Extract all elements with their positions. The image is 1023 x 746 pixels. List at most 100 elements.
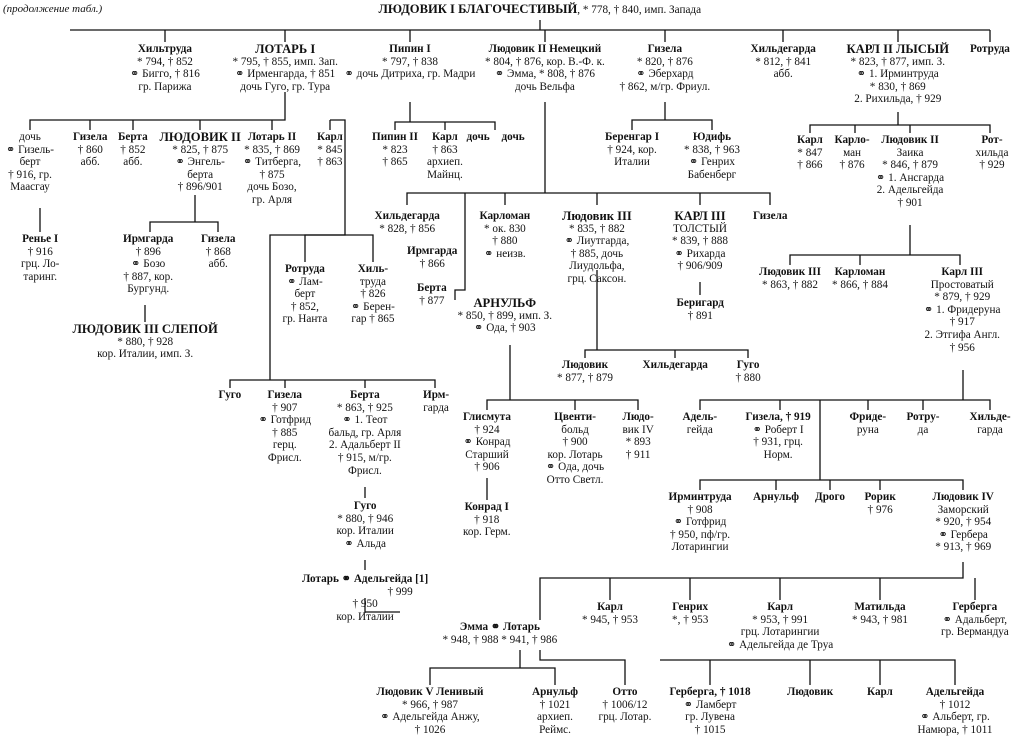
person-karl4: Карл* 945, † 953 — [582, 601, 638, 626]
person-karloman1: Карло-ман† 876 — [835, 134, 870, 172]
person-louis4: Людовик* 877, † 879 — [557, 359, 613, 384]
person-name: Гуго — [353, 500, 377, 512]
person-detail-line: † 887, кор. — [123, 270, 173, 283]
person-detail-line: ⚭ Ода, † 903 — [474, 322, 536, 335]
person-drogo: Дрого — [815, 491, 845, 504]
person-detail-line: * 943, † 981 — [852, 613, 908, 626]
person-detail-line: гр. Вермандуа — [941, 626, 1009, 639]
person-detail-line: * 828, † 856 — [379, 222, 436, 235]
person-detail-line: ⚭ Бозо — [131, 258, 166, 271]
person-name: Генрих — [672, 601, 709, 613]
person-doch3: дочь — [502, 131, 525, 144]
person-name: Гизела, † 919 — [745, 411, 811, 423]
person-detail-line: † 866 — [419, 257, 445, 270]
person-detail-line: ⚭ 1. Ансгарда — [876, 171, 945, 184]
person-name: Хильдегарда — [642, 359, 708, 371]
person-detail-line: абб. — [773, 68, 793, 81]
person-name: Отто — [612, 686, 638, 698]
person-detail-line: † 908 — [687, 503, 713, 516]
person-detail-line: * 830, † 869 — [869, 80, 926, 93]
person-detail-line: ⚭ Гербера — [938, 528, 988, 541]
person-detail-line: Фрисл. — [348, 464, 382, 477]
person-detail-line: † 976 — [867, 503, 893, 516]
person-name: Глисмута — [463, 411, 511, 423]
person-karloman2: Карломан* ок. 830† 880⚭ неизв. — [480, 210, 531, 260]
person-detail-line: † 931, грц. — [753, 436, 803, 449]
person-name: Берта — [417, 282, 447, 294]
person-detail-line: † 1021 — [539, 698, 571, 711]
person-detail-line: * 835, † 882 — [568, 222, 625, 235]
person-detail-line: ман — [843, 146, 862, 159]
person-detail-line: † 916, гр. — [8, 168, 52, 181]
person-detail-line: ⚭ Титберга, — [243, 156, 302, 169]
person-name: Хиль- — [357, 263, 389, 275]
person-detail-line: † 907 — [272, 401, 298, 414]
person-irmintrud: Ирминтруда† 908⚭ Готфрид† 950, пф/гр.Лот… — [669, 491, 732, 554]
person-detail-line: ⚭ Берен- — [351, 300, 395, 313]
person-detail-line: берт — [19, 156, 41, 169]
person-detail-line: больд — [561, 423, 589, 436]
person-detail-line: Простоватый — [930, 278, 994, 291]
person-name: Ротру- — [906, 411, 940, 423]
person-detail-line: * 845 — [317, 143, 343, 156]
person-detail-line: ТОЛСТЫЙ — [673, 222, 727, 235]
person-detail-line: гр. Арля — [252, 193, 293, 206]
person-name: Людовик — [787, 686, 834, 698]
person-arnulf: АРНУЛЬФ* 850, † 899, имп. З.⚭ Ода, † 903 — [458, 297, 553, 335]
person-detail-line: дочь Гуго, гр. Тура — [240, 80, 331, 93]
person-detail-line: † 1015 — [694, 723, 726, 736]
person-name: Гуго — [736, 359, 760, 371]
person-detail-line: ⚭ дочь Дитриха, гр. Мадри — [344, 68, 476, 81]
person-detail-line: Лотарингии — [671, 541, 729, 554]
person-name: Хильдегарда — [750, 43, 816, 55]
person-detail-line: ⚭ Адельгейда де Труа — [727, 638, 834, 651]
person-detail-line: † 915, м/гр. — [337, 451, 392, 464]
person-karl1: Карл* 845† 863 — [317, 131, 343, 169]
person-detail-line: гр. Нанта — [282, 313, 328, 326]
person-henri: Генрих*, † 953 — [672, 601, 708, 626]
person-detail-line: Бабенберг — [687, 168, 737, 181]
person-name: Людовик III — [562, 209, 632, 223]
person-detail-line: * ок. 830 — [483, 222, 526, 235]
person-detail-line: † 863 — [317, 156, 343, 169]
person-name: Людовик IV — [932, 491, 994, 503]
person-name: Карл — [797, 134, 823, 146]
person-detail-line: кор. Италии — [336, 610, 394, 623]
person-name: дочь — [501, 131, 525, 143]
person-name: Ирмгарда — [407, 245, 458, 257]
person-detail-line: грц. Ло- — [21, 258, 60, 271]
person-karloman3: Карломан* 866, † 884 — [832, 266, 888, 291]
person-detail-line: † 950, пф/гр. — [670, 528, 731, 541]
person-irmgard2: Ирмгарда† 866 — [407, 245, 457, 270]
person-detail-line: ⚭ Ода, дочь — [546, 461, 605, 474]
person-detail-line: гр. Лувена — [685, 711, 735, 724]
person-detail-line: вик IV — [622, 423, 654, 436]
person-name: Хильдегарда — [374, 210, 440, 222]
person-name: Людовик II Немецкий — [488, 43, 602, 55]
person-detail-line: ⚭ Роберт I — [752, 423, 804, 436]
person-name: Берта — [118, 131, 148, 143]
person-detail-line: † 891 — [687, 309, 713, 322]
person-detail-line: † 956 — [949, 341, 975, 354]
person-detail-line: Лиудольфа, — [569, 260, 625, 273]
person-gisela5: Гизела, † 919⚭ Роберт I† 931, грц.Норм. — [746, 411, 811, 461]
continuation-note: (продолжение табл.) — [3, 3, 103, 15]
person-louis1: ЛЮДОВИК I БЛАГОЧЕСТИВЫЙ, * 778, † 840, и… — [379, 3, 702, 17]
person-detail-line: * 953, † 991 — [752, 613, 809, 626]
person-detail-line: * 846, † 879 — [882, 159, 938, 172]
person-berighard: Беригард† 891 — [677, 297, 724, 322]
person-detail-line: ⚭ неизв. — [484, 247, 526, 260]
person-detail-line: герц. — [272, 439, 297, 452]
person-hiltrud2: Хиль-труда† 826⚭ Берен-гар † 865 — [351, 263, 395, 326]
person-detail-line: † 852 — [120, 143, 146, 156]
person-detail-line: гарда — [977, 423, 1003, 436]
